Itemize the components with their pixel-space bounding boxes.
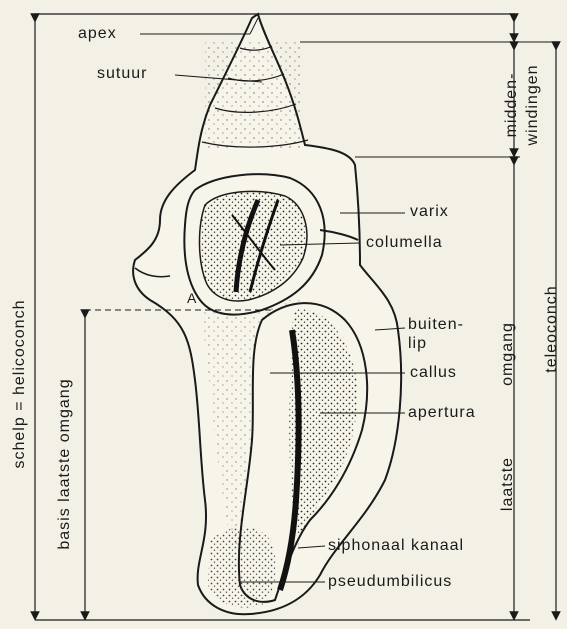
label-columella: columella	[366, 235, 443, 251]
label-callus: callus	[410, 365, 457, 381]
label-apertura: apertura	[408, 405, 476, 421]
label-buitenlip-1: buiten-	[408, 317, 464, 333]
label-point-a: A	[187, 290, 197, 306]
label-pseudumbilicus: pseudumbilicus	[328, 574, 452, 590]
vertical-label-teleoconch: teleoconch	[543, 279, 561, 379]
label-apex: apex	[78, 26, 117, 42]
vertical-label-laatste: laatste	[499, 444, 517, 524]
label-buitenlip-2: lip	[408, 336, 427, 352]
vertical-label-midden-1: midden-	[503, 55, 521, 155]
vertical-label-omgang: omgang	[499, 314, 517, 394]
label-siphonaal-kanaal: siphonaal kanaal	[328, 538, 464, 554]
vertical-label-basis: basis laatste omgang	[56, 374, 74, 554]
vertical-label-schelp: schelp = helicoconch	[11, 294, 29, 474]
label-sutuur: sutuur	[97, 66, 147, 82]
label-varix: varix	[410, 204, 449, 220]
vertical-label-midden-2: windingen	[524, 55, 542, 155]
